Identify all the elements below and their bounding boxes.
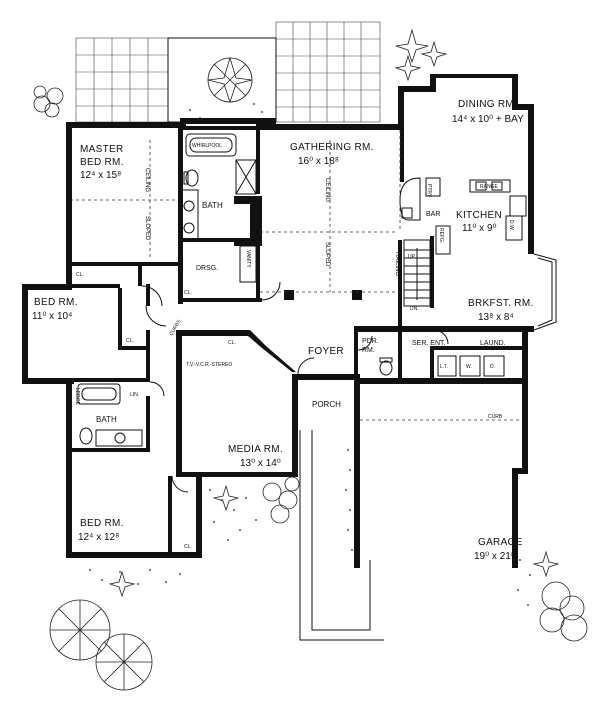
exterior-walls — [22, 74, 534, 568]
whirlpool-label: WHIRLPOOL — [192, 143, 222, 149]
master-bed-name-2: BED RM. — [80, 157, 124, 168]
bed3-dims: 12⁴ x 12⁸ — [78, 532, 119, 543]
laundry-tub-label: L.T. — [440, 364, 448, 370]
sloped-label-master: SLOPED — [144, 216, 150, 241]
railing-label: RAILING — [394, 252, 400, 276]
kitchen-name: KITCHEN — [456, 210, 502, 221]
star-shrubs-front — [108, 484, 560, 598]
ceiling-label-gathering: CEILING — [324, 178, 330, 202]
interior-walls — [70, 124, 524, 558]
vanity-label: VANITY — [245, 250, 251, 268]
room-labels: DINING RM. 14⁴ x 10⁰ + BAY GATHERING RM.… — [32, 99, 534, 562]
fireplace-hearths — [284, 290, 362, 300]
closet-label-bed2: CL. — [126, 338, 134, 344]
curb-label: CURB — [488, 414, 503, 420]
gathering-room-dims: 16⁰ x 18⁸ — [298, 156, 339, 167]
star-shrubs-top-right — [394, 28, 448, 82]
range-label: RANGE — [480, 184, 498, 190]
rear-patio-right — [275, 21, 381, 123]
powder-room-name-2: RM. — [362, 347, 375, 354]
rear-patio-left — [75, 37, 169, 123]
master-bed-name-1: MASTER — [80, 144, 123, 155]
dressing-name: DRSG. — [196, 265, 218, 272]
bath2-name: BATH — [96, 415, 117, 424]
ceiling-label-master: CEILING — [144, 168, 150, 192]
bed3-name: BED RM. — [80, 518, 124, 529]
breakfast-room-name: BRKFST. RM. — [468, 298, 534, 309]
rear-garden-bed — [167, 37, 277, 123]
garage-name: GARAGE — [478, 537, 523, 548]
master-bed-dims: 12⁴ x 15⁸ — [80, 170, 121, 181]
bath2-fixtures — [77, 383, 143, 447]
stair-down-label: DN. — [410, 306, 419, 312]
media-room-name: MEDIA RM. — [228, 444, 283, 455]
shrub-cluster-bottom-right — [539, 581, 588, 642]
fixture-labels: WHIRLPOOL CEILING SLOPED CEILING SLOPED … — [74, 143, 514, 420]
closet-label-hall: CL. — [228, 340, 236, 346]
foyer-name: FOYER — [308, 346, 344, 357]
service-entry-name: SER. ENT. — [412, 340, 446, 347]
powder-room-name-1: PDR. — [362, 338, 379, 345]
powder-room-fixtures — [379, 357, 393, 376]
master-bath-fixtures — [179, 133, 257, 283]
pantry-label: PTRY — [426, 184, 432, 198]
refrigerator-label: REFG. — [438, 228, 444, 243]
closet-label-bed3: CL. — [184, 544, 192, 550]
tv-stereo-label: T.V.-V.C.R.-STEREO — [186, 362, 232, 368]
tree-rear-garden — [207, 56, 253, 104]
stair-up-label: UP — [408, 254, 416, 260]
front-walk — [299, 430, 384, 641]
door-swings — [141, 281, 449, 493]
kitchen-dims: 11⁰ x 9⁰ — [462, 223, 497, 234]
closet-label-drsg: CL. — [184, 290, 192, 296]
garage-dims: 19⁰ x 21⁸ — [474, 551, 515, 562]
kitchen-fixtures — [399, 177, 527, 255]
bar-name: BAR — [426, 211, 440, 218]
washer-label: W. — [466, 364, 472, 370]
linen-label: LIN. — [130, 392, 139, 398]
gathering-room-name: GATHERING RM. — [290, 142, 374, 153]
sloped-ceiling-lines — [70, 130, 401, 293]
shrub-cluster-top-left — [33, 85, 64, 118]
bed2-dims: 11⁰ x 10⁴ — [32, 311, 72, 322]
dining-room-dims: 14⁴ x 10⁰ + BAY — [452, 114, 524, 125]
breakfast-bay — [354, 253, 557, 332]
laundry-fixtures — [437, 355, 505, 377]
dryer-label: D. — [490, 364, 495, 370]
porch-name: PORCH — [312, 400, 341, 409]
shrub-cluster-front — [262, 476, 300, 524]
large-trees-bottom-left — [49, 599, 153, 691]
breakfast-room-dims: 13⁸ x 8⁴ — [478, 312, 514, 323]
media-room-dims: 13⁰ x 14⁰ — [240, 458, 281, 469]
bed2-name: BED RM. — [34, 297, 78, 308]
closet-label-master: CL. — [76, 272, 84, 278]
stair — [403, 239, 431, 307]
laundry-name: LAUND. — [480, 340, 506, 347]
ledge-label: LEDGE — [74, 388, 80, 406]
sloped-label-gathering: SLOPED — [324, 242, 330, 267]
closet-labels: CL. CL. CL. CL. CL. — [76, 272, 236, 550]
dishwasher-label: D.W. — [508, 220, 514, 231]
master-bath-name: BATH — [202, 201, 223, 210]
dining-room-name: DINING RM. — [458, 99, 517, 110]
